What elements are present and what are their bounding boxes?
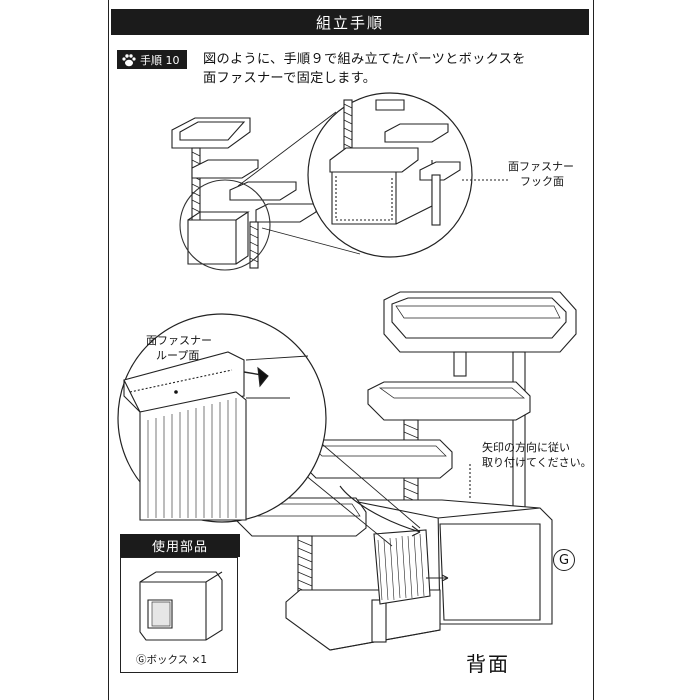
section-header: 組立手順	[111, 9, 589, 35]
part-box-drawing	[139, 571, 223, 641]
view-label: 背面	[466, 652, 510, 676]
part-marker-g: G	[553, 549, 575, 571]
arrow-callout-line-1: 矢印の方向に従い	[482, 441, 570, 454]
parts-title-text: 使用部品	[151, 540, 208, 555]
instruction-text: 図のように、手順９で組み立てたパーツとボックスを 面ファスナーで固定します。	[203, 50, 583, 88]
page-frame	[108, 0, 594, 700]
hook-callout: 面ファスナー フック面	[508, 159, 574, 189]
parts-box	[120, 557, 238, 673]
step-badge: 手順 10	[117, 50, 187, 69]
loop-zoom-circle	[117, 313, 327, 523]
section-title: 組立手順	[315, 13, 384, 32]
hook-callout-line-1: 面ファスナー	[508, 160, 574, 173]
loop-callout-line-1: 面ファスナー	[146, 334, 212, 347]
hook-callout-line-2: フック面	[520, 175, 564, 188]
parts-title: 使用部品	[120, 534, 240, 557]
part-marker-letter: G	[558, 552, 570, 568]
large-tower	[235, 291, 577, 651]
parts-caption: Ⓖボックス ×1	[136, 654, 208, 666]
paw-icon	[122, 53, 136, 66]
loop-callout-line-2: ループ面	[156, 349, 200, 362]
arrow-callout: 矢印の方向に従い 取り付けてください。	[482, 440, 592, 470]
overview-tower	[171, 117, 317, 271]
loop-callout: 面ファスナー ループ面	[146, 333, 212, 363]
step-label: 手順 10	[140, 53, 180, 67]
instruction-line-2: 面ファスナーで固定します。	[203, 71, 377, 86]
arrow-callout-line-2: 取り付けてください。	[482, 456, 592, 469]
hook-zoom-circle	[307, 92, 510, 258]
instruction-line-1: 図のように、手順９で組み立てたパーツとボックスを	[203, 52, 526, 67]
